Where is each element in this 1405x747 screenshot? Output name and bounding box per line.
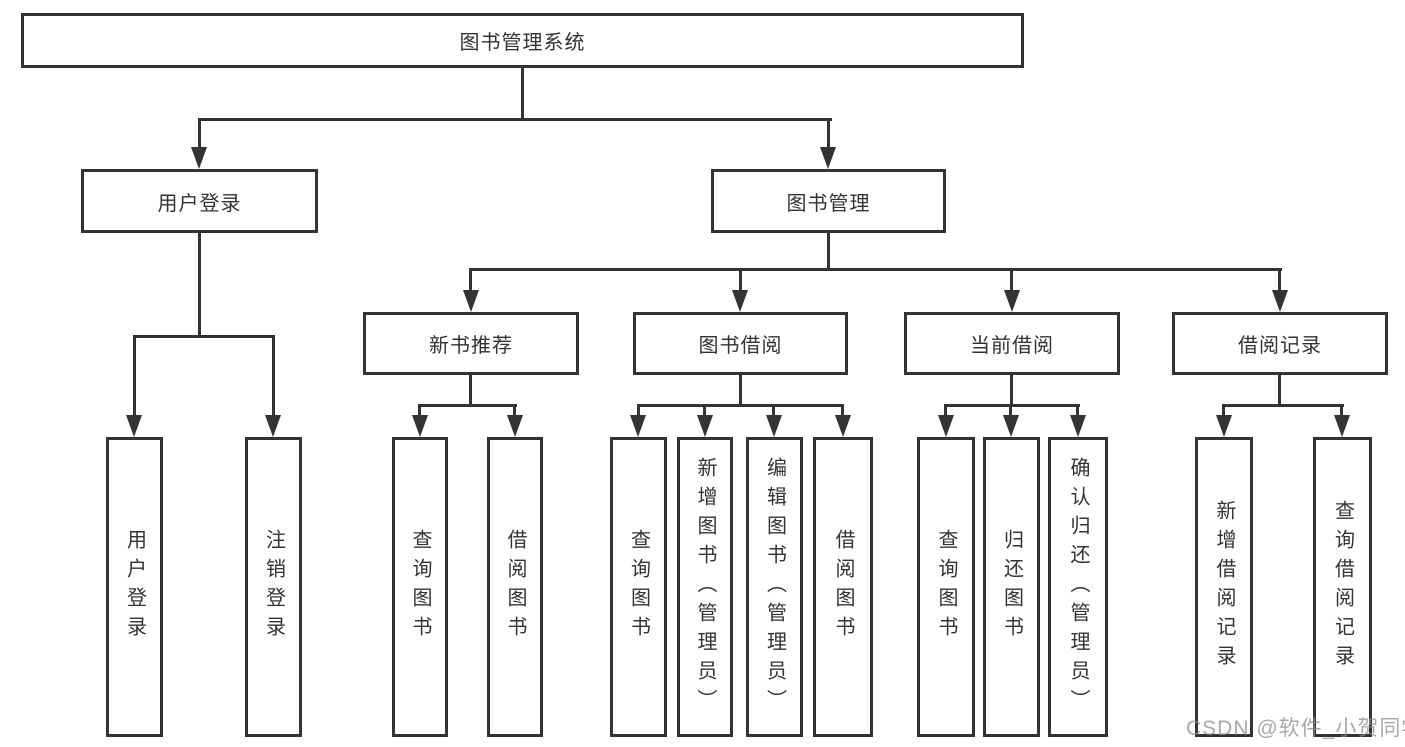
connector-line [272, 335, 275, 417]
connector-line [198, 233, 201, 338]
connector-line [1009, 404, 1012, 417]
connector-line [1222, 404, 1225, 417]
connector-line [513, 404, 516, 417]
leaf-query-borrow-record: 查询借阅记录 [1313, 437, 1372, 737]
arrow-down-icon [1004, 290, 1020, 312]
arrow-down-icon [1334, 415, 1350, 437]
connector-line [469, 268, 1282, 271]
arrow-down-icon [507, 415, 523, 437]
leaf-add-borrow-record-label: 新增借阅记录 [1213, 500, 1235, 674]
arrow-down-icon [126, 415, 142, 437]
node-new-book-recommendation-label: 新书推荐 [429, 335, 513, 357]
arrow-down-icon [630, 415, 646, 437]
leaf-edit-book-admin: 编辑图书（管理员） [746, 437, 803, 737]
node-user-login-label: 用户登录 [157, 192, 242, 215]
leaf-add-book-admin: 新增图书（管理员） [677, 437, 733, 737]
connector-line [521, 66, 524, 120]
leaf-add-borrow-record: 新增借阅记录 [1195, 437, 1253, 737]
watermark: CSDN @软件_小贺同学 [1186, 717, 1405, 740]
node-book-management: 图书管理 [711, 169, 946, 233]
leaf-query-borrow-record-label: 查询借阅记录 [1331, 500, 1354, 674]
connector-line [944, 404, 1080, 407]
leaf-return-book: 归还图书 [983, 437, 1040, 737]
arrow-down-icon [820, 147, 836, 169]
arrow-down-icon [938, 415, 954, 437]
leaf-add-book-admin-label: 新增图书（管理员） [694, 456, 716, 718]
connector-line [739, 268, 742, 292]
connector-line [1222, 404, 1344, 407]
leaf-user-login: 用户登录 [106, 437, 163, 737]
node-user-login: 用户登录 [81, 169, 318, 233]
leaf-query-book-current-label: 查询图书 [935, 529, 957, 645]
node-book-management-label: 图书管理 [786, 192, 871, 215]
connector-line [1278, 268, 1281, 292]
leaf-query-book-current: 查询图书 [917, 437, 975, 737]
node-library-system: 图书管理系统 [21, 13, 1024, 68]
node-borrow-records-label: 借阅记录 [1238, 335, 1322, 357]
connector-line [133, 335, 275, 338]
connector-line [739, 375, 742, 407]
arrow-down-icon [412, 415, 428, 437]
leaf-query-book-recommend: 查询图书 [392, 437, 448, 737]
arrow-down-icon [732, 290, 748, 312]
connector-line [703, 404, 706, 417]
leaf-query-book-borrowing-label: 查询图书 [627, 529, 650, 645]
node-current-borrowing: 当前借阅 [904, 312, 1120, 375]
node-book-borrowing-label: 图书借阅 [698, 335, 783, 357]
connector-line [1010, 375, 1013, 407]
leaf-logout-label: 注销登录 [262, 529, 285, 645]
node-library-system-label: 图书管理系统 [459, 32, 586, 54]
connector-line [469, 375, 472, 407]
arrow-down-icon [191, 147, 207, 169]
arrow-down-icon [697, 415, 713, 437]
connector-line [418, 404, 517, 407]
connector-line [827, 233, 830, 271]
connector-line [827, 118, 830, 149]
arrow-down-icon [835, 415, 851, 437]
leaf-query-book-borrowing: 查询图书 [610, 437, 667, 737]
leaf-borrow-book-recommend-label: 借阅图书 [504, 529, 526, 645]
node-current-borrowing-label: 当前借阅 [970, 335, 1054, 357]
arrow-down-icon [1272, 290, 1288, 312]
connector-line [1340, 404, 1343, 417]
connector-line [1076, 404, 1079, 417]
connector-line [944, 404, 947, 417]
connector-line [841, 404, 844, 417]
leaf-borrow-book-borrowing: 借阅图书 [813, 437, 873, 737]
arrow-down-icon [766, 415, 782, 437]
connector-line [1010, 268, 1013, 292]
connector-line [1278, 375, 1281, 407]
connector-line [469, 268, 472, 292]
connector-line [198, 118, 201, 149]
leaf-edit-book-admin-label: 编辑图书（管理员） [763, 456, 786, 718]
arrow-down-icon [1070, 415, 1086, 437]
leaf-query-book-recommend-label: 查询图书 [409, 529, 431, 645]
node-borrow-records: 借阅记录 [1172, 312, 1388, 375]
connector-line [637, 404, 640, 417]
arrow-down-icon [1216, 415, 1232, 437]
arrow-down-icon [265, 415, 281, 437]
leaf-confirm-return-admin-label: 确认归还（管理员） [1067, 456, 1089, 718]
connector-line [637, 404, 844, 407]
leaf-borrow-book-recommend: 借阅图书 [487, 437, 543, 737]
node-book-borrowing: 图书借阅 [633, 312, 848, 375]
leaf-confirm-return-admin: 确认归还（管理员） [1048, 437, 1108, 737]
leaf-return-book-label: 归还图书 [1000, 529, 1023, 645]
connector-line [772, 404, 775, 417]
leaf-logout: 注销登录 [245, 437, 302, 737]
leaf-user-login-label: 用户登录 [123, 529, 146, 645]
leaf-borrow-book-borrowing-label: 借阅图书 [832, 529, 854, 645]
arrow-down-icon [1003, 415, 1019, 437]
arrow-down-icon [463, 290, 479, 312]
node-new-book-recommendation: 新书推荐 [363, 312, 579, 375]
connector-line [133, 335, 136, 417]
connector-line [418, 404, 421, 417]
connector-line [198, 118, 832, 121]
